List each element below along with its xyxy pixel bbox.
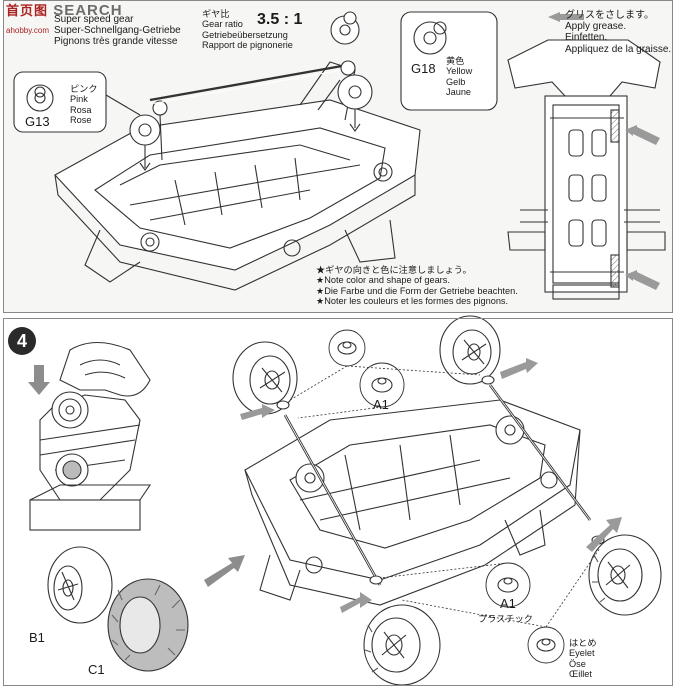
tire-c1 bbox=[107, 578, 189, 672]
wheel-rear-left bbox=[439, 315, 501, 385]
watermark-url: ahobby.com bbox=[6, 26, 49, 35]
watermark-logo: 首页图 SEARCH bbox=[6, 2, 123, 19]
ratio-gear-image bbox=[330, 11, 360, 45]
plastic-label: プラスチック bbox=[478, 614, 533, 624]
gear-title: Super speed gear Super-Schnellgang-Getri… bbox=[54, 14, 181, 48]
ratio-value: 3.5 : 1 bbox=[257, 11, 303, 28]
grease-instruction: グリスをさします。 Apply grease. Einfetten. Appli… bbox=[565, 10, 672, 55]
g18-code: G18 bbox=[411, 61, 436, 76]
gear-g13-iso bbox=[129, 64, 343, 171]
chassis-top-view bbox=[507, 39, 666, 300]
step-wheel-panel bbox=[3, 318, 673, 686]
wheel-front-right bbox=[363, 604, 441, 686]
wheel-rear-right bbox=[588, 534, 662, 616]
g13-colors: ピンク Pink Rosa Rose bbox=[70, 84, 98, 125]
part-a1-top-label: A1 bbox=[373, 397, 389, 412]
press-arrow bbox=[28, 365, 50, 395]
insert-arrows bbox=[240, 358, 622, 613]
g13-callout bbox=[13, 71, 141, 133]
eyelet-label: はとめ Eyelet Öse Œillet bbox=[569, 638, 597, 679]
gear-g18-iso bbox=[337, 60, 373, 132]
part-b1-label: B1 bbox=[29, 630, 45, 645]
grease-arrows bbox=[548, 12, 660, 290]
direction-arrow bbox=[204, 555, 245, 587]
g18-callout bbox=[400, 11, 498, 111]
wheel-b1 bbox=[47, 546, 113, 624]
part-c1-label: C1 bbox=[88, 662, 105, 677]
part-a1-bottom-label: A1 bbox=[500, 596, 516, 611]
ratio-label: ギヤ比 Gear ratio Getriebeübersetzung Rappo… bbox=[202, 9, 293, 50]
g13-code: G13 bbox=[25, 114, 50, 129]
wheel-front-left bbox=[232, 341, 298, 415]
hand-inset-illustration bbox=[29, 342, 152, 531]
chassis-iso-bottom bbox=[244, 384, 592, 606]
g18-colors: 黄色 Yellow Gelb Jaune bbox=[446, 56, 473, 97]
gear-notes: ★ギヤの向きと色に注意しましょう。 ★Note color and shape … bbox=[316, 265, 518, 306]
step-number: 4 bbox=[8, 327, 36, 355]
